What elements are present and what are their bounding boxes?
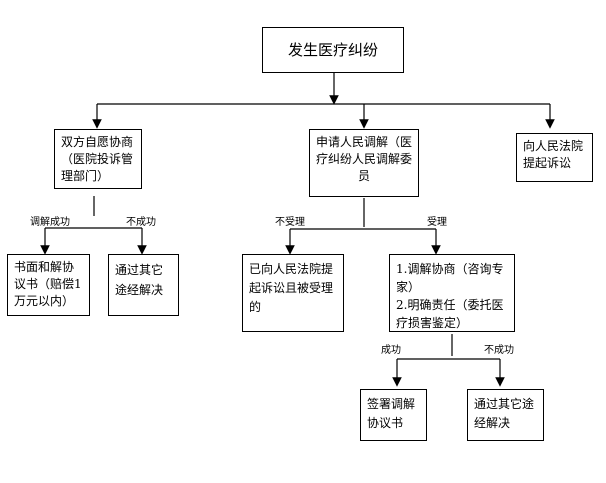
negotiate-node: 双方自愿协商（医院投诉管理部门） bbox=[54, 129, 142, 189]
root-node: 发生医疗纠纷 bbox=[262, 27, 404, 73]
mediate-step-2: 2.明确责任（委托医疗损害鉴定） bbox=[396, 298, 504, 330]
mediate-node: 申请人民调解（医疗纠纷人民调解委员 bbox=[309, 129, 419, 197]
label-accepted: 受理 bbox=[427, 217, 447, 228]
mediate-steps-node: 1.调解协商（咨询专家） 2.明确责任（委托医疗损害鉴定） bbox=[389, 254, 515, 332]
agreement-node: 书面和解协议书（赔偿1万元以内） bbox=[7, 254, 90, 316]
sign-node: 签署调解协议书 bbox=[360, 389, 427, 441]
label-not-accepted: 不受理 bbox=[275, 217, 305, 228]
label-success-left: 调解成功 bbox=[30, 217, 70, 228]
label-fail-right: 不成功 bbox=[484, 345, 514, 356]
court-node: 向人民法院提起诉讼 bbox=[516, 133, 593, 182]
filed-court-node: 已向人民法院提起诉讼且被受理的 bbox=[242, 254, 344, 332]
other-right-node: 通过其它途经解决 bbox=[467, 389, 544, 441]
label-fail-left: 不成功 bbox=[126, 217, 156, 228]
other-left-node: 通过其它途经解决 bbox=[108, 254, 179, 316]
mediate-step-1: 1.调解协商（咨询专家） bbox=[396, 262, 504, 294]
label-success-right: 成功 bbox=[381, 345, 401, 356]
